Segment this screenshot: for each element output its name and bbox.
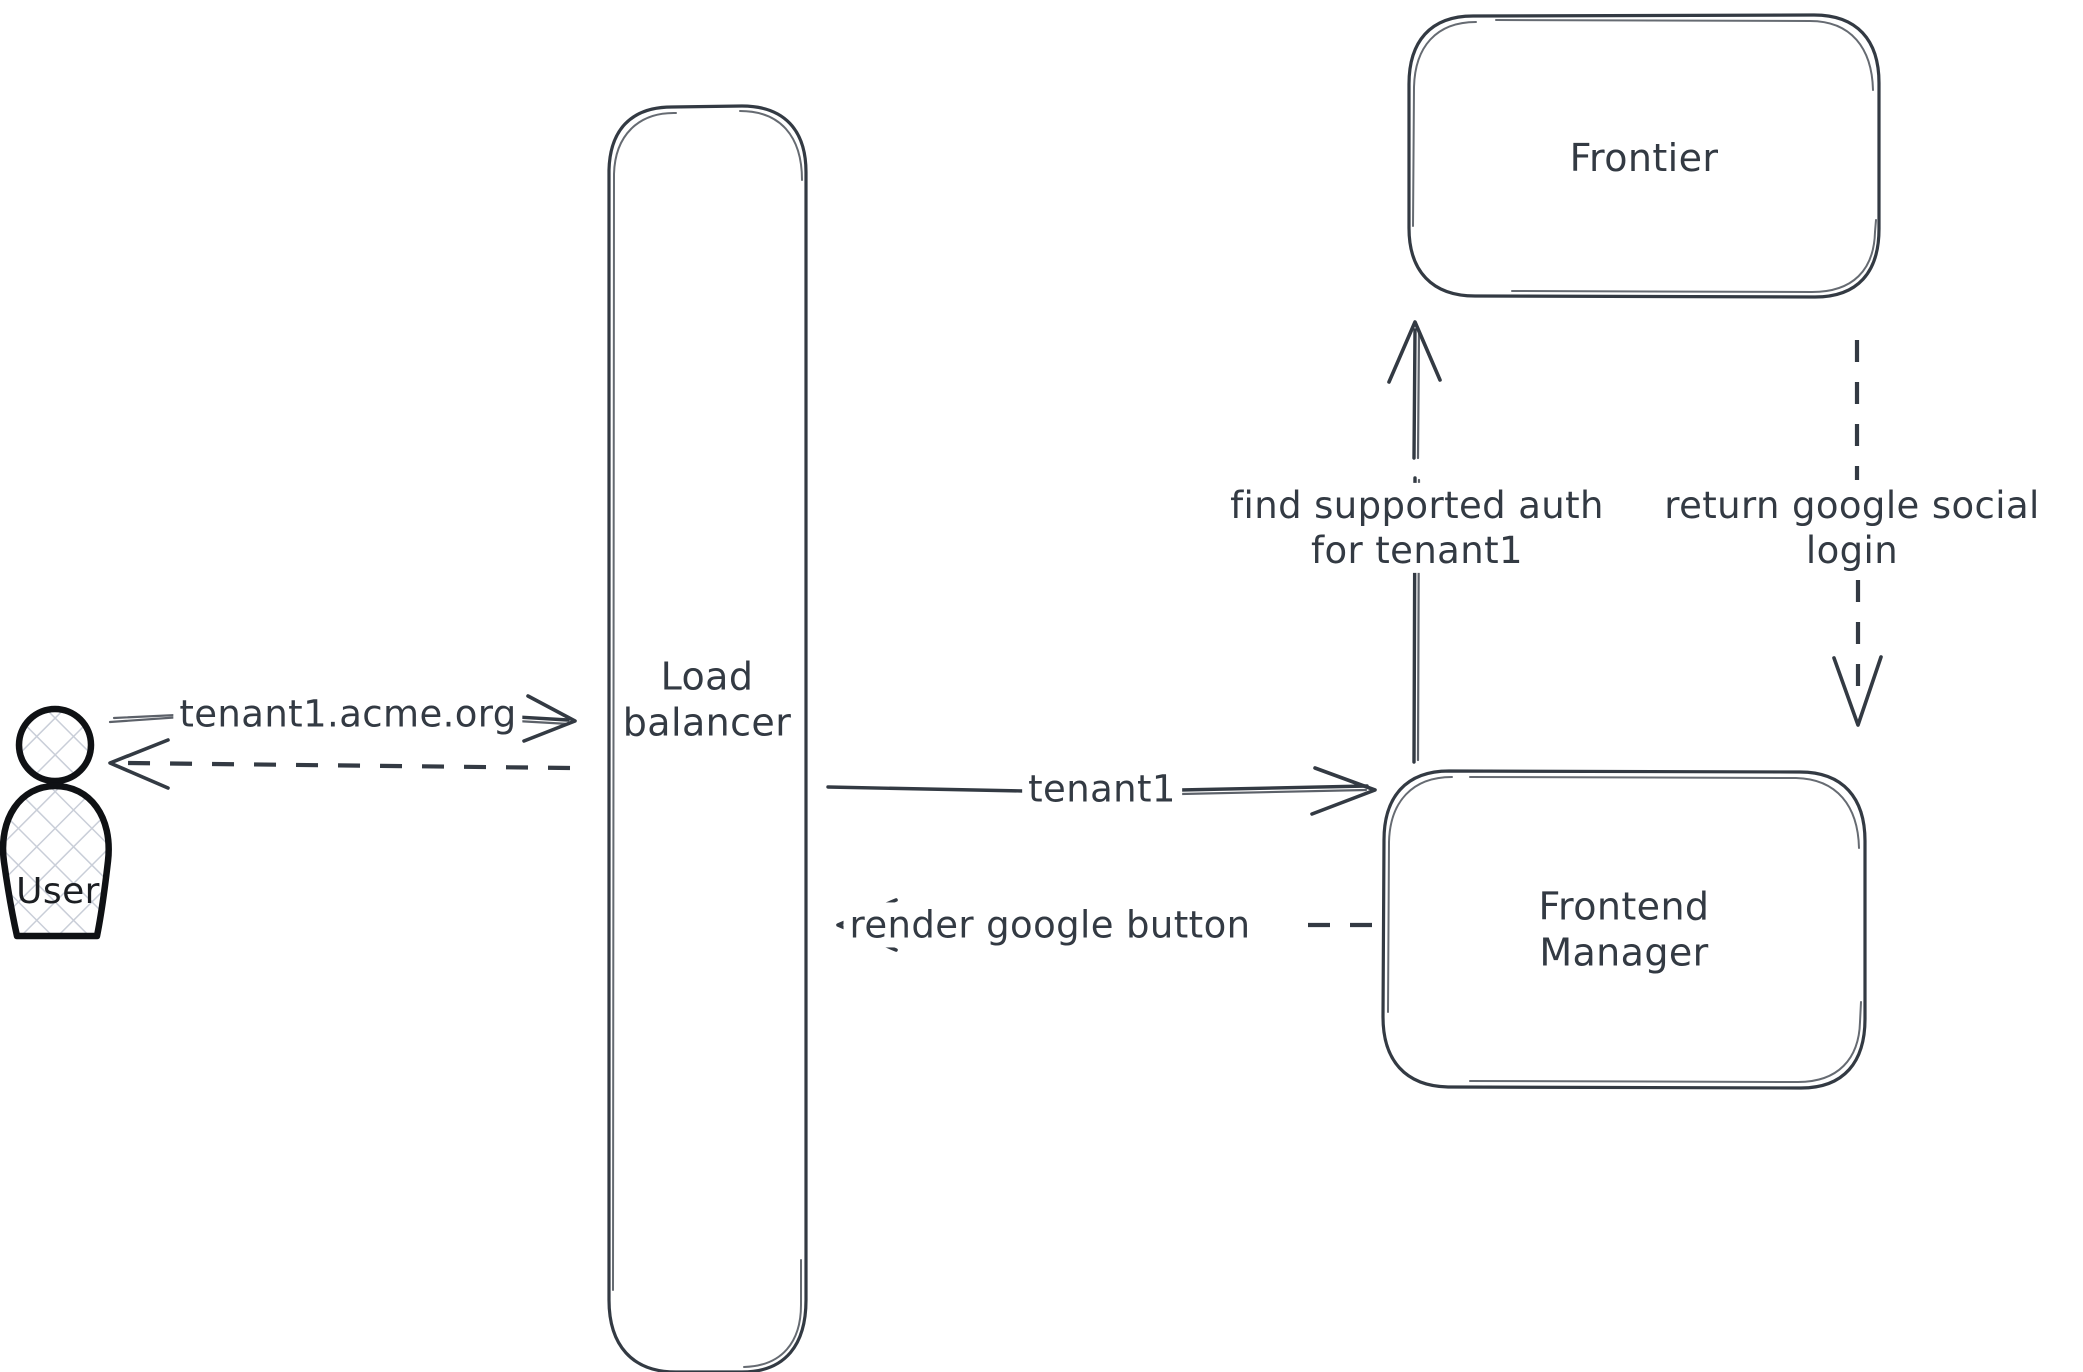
node-frontend-manager[interactable] (1381, 769, 1867, 1090)
edge-label-find-supported-auth-line2: for tenant1 (1311, 529, 1523, 572)
edge-label-tenant1-acme-org: tenant1.acme.org (173, 691, 523, 737)
actor-user-label: User (16, 871, 100, 912)
edge-load-balancer-to-user[interactable] (108, 738, 571, 790)
node-load-balancer[interactable] (607, 104, 808, 1372)
edge-label-find-supported-auth-line1: find supported auth (1230, 483, 1604, 527)
node-frontier-label: Frontier (1569, 135, 1719, 180)
node-load-balancer-label: Load balancer (623, 654, 791, 747)
edge-label-find-supported-auth: find supported auth for tenant1 (1224, 482, 1610, 574)
edge-label-return-google-social-login-line1: return google social (1664, 483, 2040, 527)
edge-frontier-to-frontend-manager[interactable] (1832, 340, 1883, 727)
edge-label-return-google-social-login-line2: login (1805, 529, 1899, 572)
edge-label-return-google-social-login: return google social login (1658, 482, 2046, 574)
actor-user-icon[interactable] (0, 705, 112, 940)
edge-label-render-google-button: render google button (843, 902, 1257, 948)
node-load-balancer-label-line2: balancer (622, 701, 792, 745)
node-frontend-manager-label-line2: Manager (1539, 931, 1709, 975)
edge-label-tenant1: tenant1 (1022, 766, 1182, 812)
node-frontend-manager-label: Frontend Manager (1539, 884, 1710, 977)
node-load-balancer-label-line1: Load (660, 654, 754, 699)
edge-load-balancer-to-frontend-manager[interactable] (826, 766, 1377, 816)
node-frontier[interactable] (1407, 13, 1881, 299)
node-frontend-manager-label-line1: Frontend (1538, 884, 1710, 929)
